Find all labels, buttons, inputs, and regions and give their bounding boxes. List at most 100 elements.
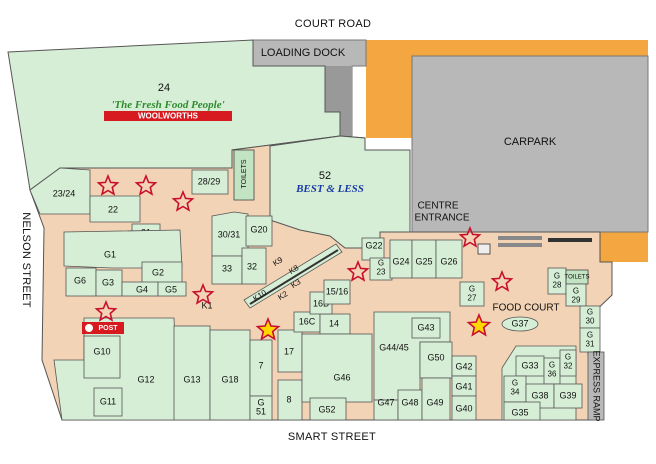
loading-dock-label: LOADING DOCK <box>261 47 346 59</box>
shop-22 <box>89 195 141 223</box>
shop-g49-label: G49 <box>426 397 443 407</box>
toilets-upper-label: TOILETS <box>241 159 248 188</box>
shop-g49 <box>421 377 451 421</box>
red-star-marker <box>490 269 514 292</box>
shop-g22-label: G22 <box>365 240 382 250</box>
shop-g39 <box>553 383 583 409</box>
carpark-label: CARPARK <box>504 136 557 148</box>
red-star-marker <box>94 299 118 322</box>
shop-28-29 <box>191 169 229 195</box>
red-star-marker <box>134 173 158 196</box>
shop-g20 <box>245 215 273 247</box>
shop-30-31-label: 30/31 <box>218 229 241 239</box>
shop-g10-label: G10 <box>93 346 110 356</box>
shop-g32 <box>559 349 577 377</box>
express-ramp-label: EXPRESS RAMP <box>592 350 602 421</box>
shop-g52-label: G52 <box>318 404 335 414</box>
red-star-marker <box>96 173 120 196</box>
shop-g52 <box>309 397 347 421</box>
shop-g40-label: G40 <box>455 403 472 413</box>
yellow-star-marker <box>466 312 492 337</box>
shop-g26 <box>435 239 463 279</box>
shop-g11 <box>93 387 123 417</box>
shop-7-label: 7 <box>258 360 263 370</box>
woolworths-logo-bar <box>104 111 232 121</box>
toilets-lower-label: TOILETS <box>565 275 590 281</box>
red-star-marker <box>458 225 482 248</box>
shop-g20-label: G20 <box>250 224 267 234</box>
shop-g43-label: G43 <box>417 322 434 332</box>
shop-g26-label: G26 <box>440 256 457 266</box>
shop-g10 <box>83 335 121 379</box>
shop-g37 <box>501 316 539 332</box>
shop-g43 <box>411 317 441 339</box>
kiosk-k1-label: K1 <box>201 300 212 310</box>
shop-g11-label: G11 <box>100 396 116 406</box>
shop-32-label: 32 <box>247 261 257 271</box>
shop-14-label: 14 <box>329 318 339 328</box>
location-markers <box>94 173 514 341</box>
woolworths-number: 24 <box>158 82 170 94</box>
shop-g48-label: G48 <box>401 397 418 407</box>
shop-g3-label: G3 <box>102 277 114 287</box>
woolworths-logo: WOOLWORTHS <box>138 112 199 121</box>
shop-g41-label: G41 <box>455 381 472 391</box>
shop-g29 <box>565 283 587 307</box>
shop-g42-label: G42 <box>455 361 472 371</box>
shop-8 <box>277 379 303 421</box>
toilets-upper <box>233 149 255 201</box>
post-icon <box>85 324 93 332</box>
red-star-marker <box>191 282 215 305</box>
shop-g2-label: G2 <box>152 267 164 277</box>
shop-22-label: 22 <box>108 204 118 214</box>
best-and-less-logo: BEST & LESS <box>295 183 364 195</box>
shop-g13-label: G13 <box>183 374 200 384</box>
shop-g33-label: G33 <box>521 360 538 370</box>
kiosk-divider <box>249 249 339 305</box>
shop-g4-label: G4 <box>136 284 148 294</box>
express-ramp <box>587 351 605 421</box>
shop-g51 <box>249 395 273 421</box>
carpark <box>411 55 649 233</box>
shop-g6-label: G6 <box>74 275 86 285</box>
shop-17-label: 17 <box>284 346 294 356</box>
shop-g25 <box>411 239 437 279</box>
centre-entrance-label-1: CENTRE <box>417 201 458 212</box>
shop-g40 <box>451 395 477 421</box>
shop-23-24 <box>29 167 91 215</box>
woolworths-tagline: 'The Fresh Food People' <box>111 99 224 111</box>
post-office-label: POST <box>98 325 118 332</box>
centre-entrance-label-2: ENTRANCE <box>414 213 469 224</box>
loading-dock-ramp <box>325 66 352 136</box>
shop-g18-label: G18 <box>221 374 238 384</box>
shop-16b-label: 16B <box>313 298 329 308</box>
shop-32 <box>241 247 267 285</box>
shop-g47-label: G47 <box>377 397 394 407</box>
red-star-marker <box>346 259 370 282</box>
shop-g13 <box>173 325 211 421</box>
food-court-label: FOOD COURT <box>492 303 559 314</box>
shop-8-label: 8 <box>286 394 291 404</box>
escalator-3 <box>548 238 592 242</box>
shop-33 <box>211 255 243 285</box>
shop-g1-label: G1 <box>104 249 116 259</box>
shop-g6 <box>65 267 97 297</box>
post-office-sign <box>82 322 124 334</box>
road-smart-street: SMART STREET <box>288 431 376 443</box>
escalator-1 <box>498 236 542 240</box>
yellow-star-marker <box>255 316 281 341</box>
red-star-marker <box>171 189 195 212</box>
shop-28-29-label: 28/29 <box>198 176 221 186</box>
shop-g27 <box>459 281 485 307</box>
shop-23-24-label: 23/24 <box>53 188 76 198</box>
shop-g5-label: G5 <box>165 284 177 294</box>
